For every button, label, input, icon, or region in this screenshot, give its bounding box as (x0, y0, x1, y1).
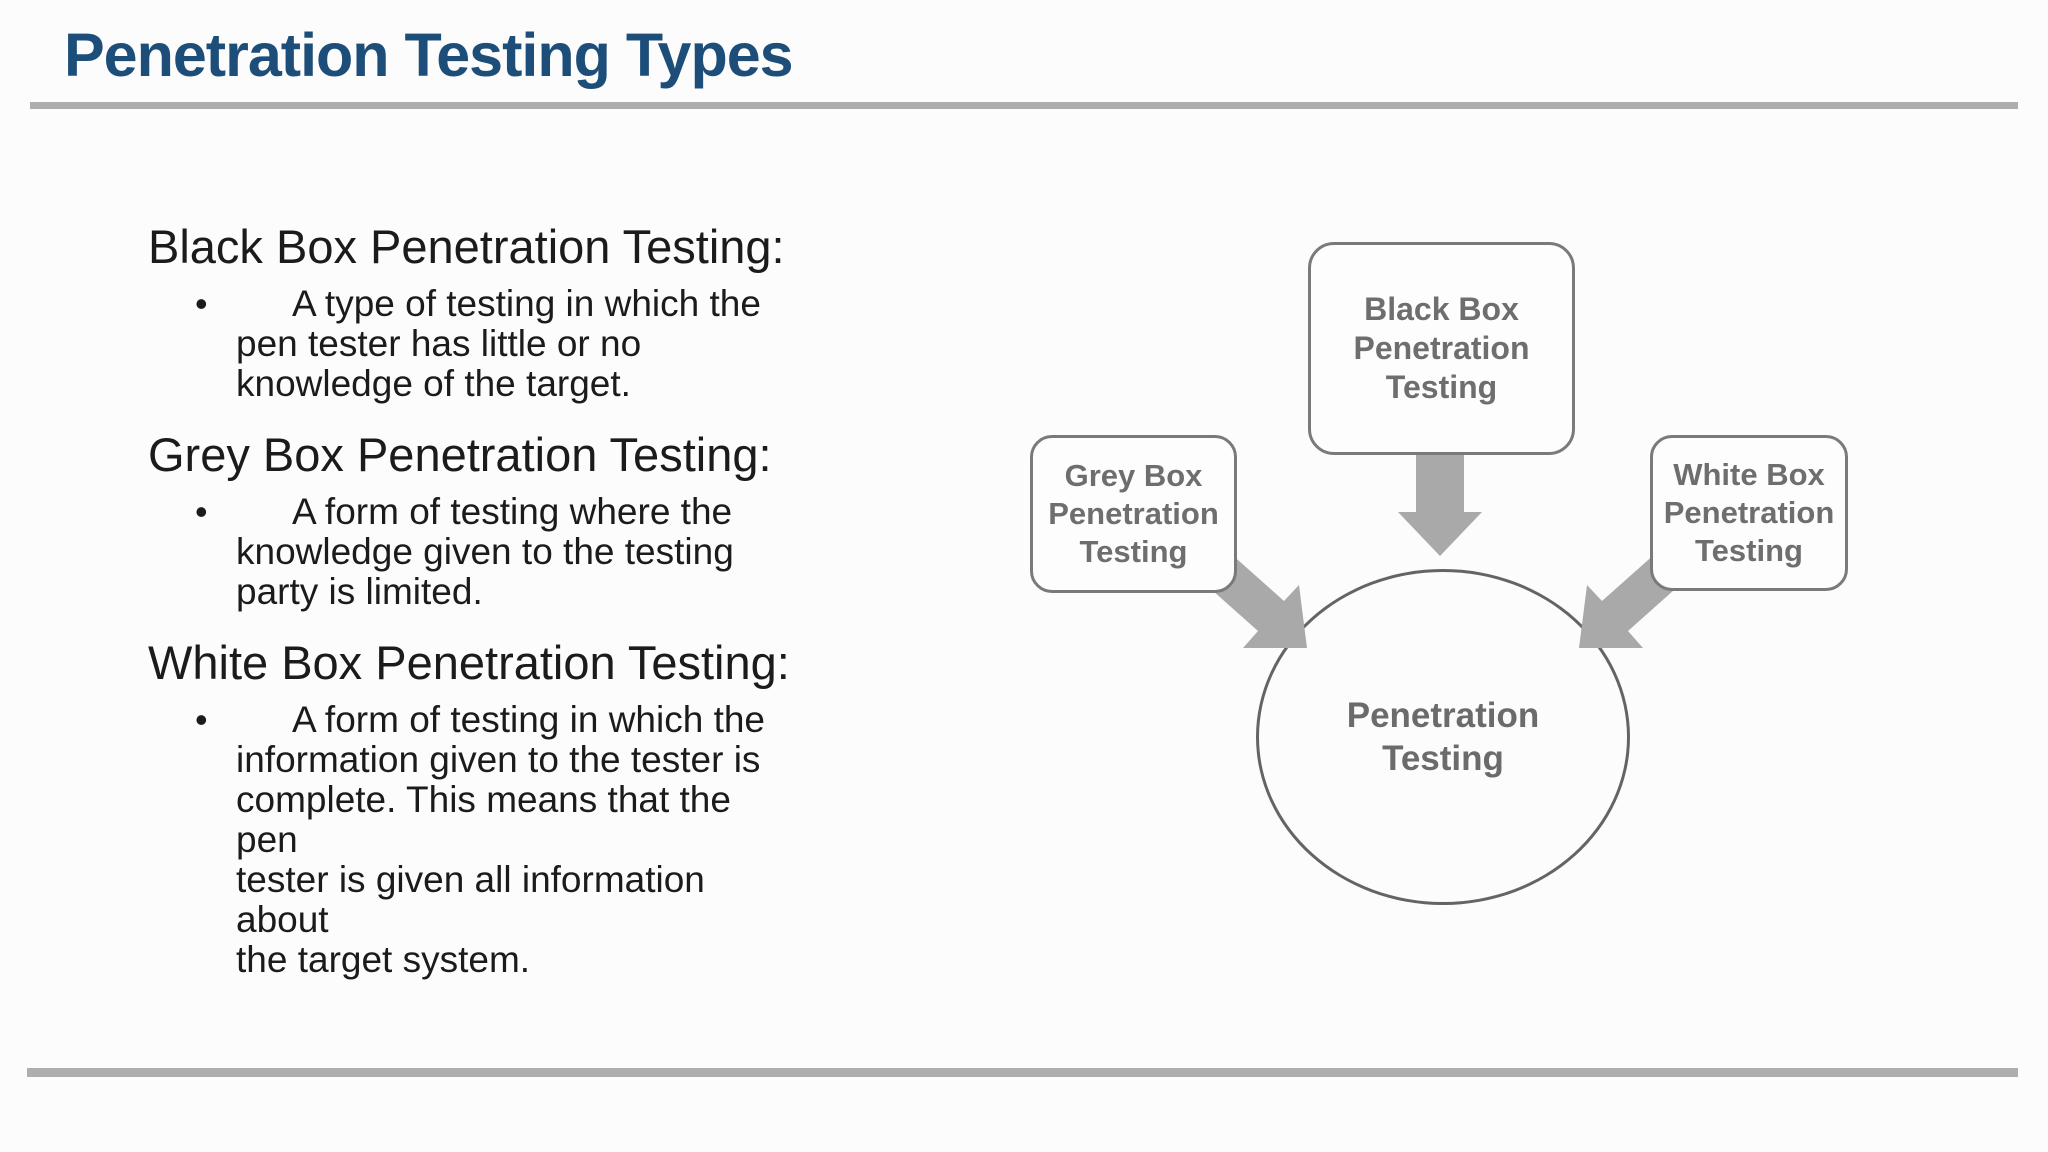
section-black-box: Black Box Penetration Testing: • A type … (148, 220, 848, 404)
circle-label: Penetration Testing (1346, 696, 1540, 778)
bullet-item: • A form of testing in which the informa… (148, 700, 848, 980)
diagram-box-white: White Box Penetration Testing (1650, 435, 1848, 591)
arrow-down-icon (1398, 453, 1482, 556)
diagram-center-circle: Penetration Testing (1256, 569, 1630, 905)
page-title: Penetration Testing Types (64, 21, 794, 89)
bullet-text: A form of testing in which the informati… (236, 699, 766, 980)
section-heading: Grey Box Penetration Testing: (148, 428, 772, 481)
bullet-marker: • (195, 491, 208, 532)
bullet-item: • A form of testing where the knowledge … (148, 492, 848, 612)
diagram-box-grey: Grey Box Penetration Testing (1030, 435, 1237, 593)
bullet-text: A form of testing where the knowledge gi… (236, 491, 734, 612)
title-underline (30, 102, 2018, 109)
section-heading: White Box Penetration Testing: (148, 636, 790, 689)
box-label: Black Box Penetration Testing (1353, 291, 1530, 405)
diagram-box-black: Black Box Penetration Testing (1308, 242, 1575, 455)
bullet-marker: • (195, 699, 208, 740)
bullet-text: A type of testing in which the pen teste… (236, 283, 761, 404)
text-column: Black Box Penetration Testing: • A type … (148, 220, 848, 1004)
box-label: Grey Box Penetration Testing (1048, 458, 1219, 569)
section-white-box: White Box Penetration Testing: • A form … (148, 636, 848, 980)
bullet-marker: • (195, 283, 208, 324)
box-label: White Box Penetration Testing (1663, 457, 1835, 568)
section-grey-box: Grey Box Penetration Testing: • A form o… (148, 428, 848, 612)
footer-rule (27, 1068, 2018, 1077)
bullet-item: • A type of testing in which the pen tes… (148, 284, 848, 404)
section-heading: Black Box Penetration Testing: (148, 220, 785, 273)
